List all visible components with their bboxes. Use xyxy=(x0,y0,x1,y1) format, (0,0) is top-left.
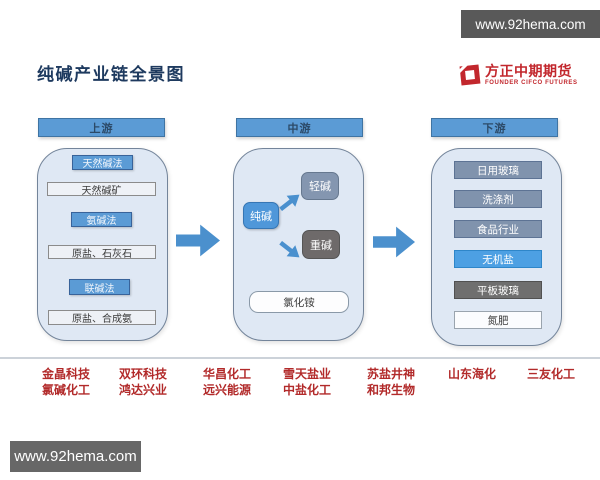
company-group: 山东海化 xyxy=(430,366,514,382)
company-name: 华昌化工 xyxy=(202,367,251,381)
company-name: 金晶科技 xyxy=(41,367,90,381)
brand-logo-text: 方正中期期货 FOUNDER CIFCO FUTURES xyxy=(485,63,578,87)
company-group: 苏盐井神 和邦生物 xyxy=(349,366,433,398)
company-group: 三友化工 xyxy=(509,366,593,382)
arrow-upstream-to-midstream xyxy=(176,224,220,257)
brand-name: 方正中期期货 xyxy=(485,63,572,79)
brand-subtitle: FOUNDER CIFCO FUTURES xyxy=(485,80,578,86)
upstream-method-ammonia-soda: 氨碱法 xyxy=(71,212,132,227)
company-name: 雪天盐业 xyxy=(282,367,331,381)
downstream-food-industry: 食品行业 xyxy=(454,220,542,238)
downstream-inorganic-salt: 无机盐 xyxy=(454,250,542,268)
company-name: 苏盐井神 xyxy=(366,367,415,381)
company-group: 金晶科技 氯碱化工 xyxy=(24,366,108,398)
downstream-nitrogen-fertilizer: 氮肥 xyxy=(454,311,542,329)
company-name: 氯碱化工 xyxy=(41,383,90,397)
company-group: 华昌化工 远兴能源 xyxy=(185,366,269,398)
company-name: 中盐化工 xyxy=(282,383,331,397)
company-name: 三友化工 xyxy=(526,367,575,381)
watermark-bottom: www.92hema.com xyxy=(10,441,141,472)
midstream-dense-soda-box: 重碱 xyxy=(302,230,340,259)
company-name: 远兴能源 xyxy=(202,383,251,397)
stage-header-downstream: 下游 xyxy=(431,118,558,137)
arrow-midstream-to-downstream xyxy=(373,226,415,258)
brand-logo: 方正中期期货 FOUNDER CIFCO FUTURES xyxy=(458,63,578,87)
upstream-material-raw-salt-limestone: 原盐、石灰石 xyxy=(48,245,156,260)
upstream-method-natural-soda: 天然碱法 xyxy=(72,155,133,170)
upstream-method-combined-soda: 联碱法 xyxy=(69,279,130,295)
downstream-daily-glass: 日用玻璃 xyxy=(454,161,542,179)
company-name: 和邦生物 xyxy=(366,383,415,397)
company-name: 鸿达兴业 xyxy=(118,383,167,397)
stage-header-upstream: 上游 xyxy=(38,118,165,137)
downstream-flat-glass: 平板玻璃 xyxy=(454,281,542,299)
stage-header-midstream: 中游 xyxy=(236,118,363,137)
company-group: 双环科技 鸿达兴业 xyxy=(101,366,185,398)
upstream-material-raw-salt-ammonia: 原盐、合成氨 xyxy=(48,310,156,325)
company-group: 雪天盐业 中盐化工 xyxy=(265,366,349,398)
upstream-panel xyxy=(37,148,168,341)
companies-divider-line xyxy=(0,357,600,359)
company-name: 双环科技 xyxy=(118,367,167,381)
company-name: 山东海化 xyxy=(447,367,496,381)
page-title: 纯碱产业链全景图 xyxy=(37,65,185,84)
watermark-top: www.92hema.com xyxy=(461,10,600,38)
founder-cifco-logo-icon xyxy=(458,63,481,86)
midstream-ammonium-chloride-box: 氯化铵 xyxy=(249,291,349,313)
midstream-soda-ash-box: 纯碱 xyxy=(243,202,279,229)
downstream-detergent: 洗涤剂 xyxy=(454,190,542,208)
midstream-light-soda-box: 轻碱 xyxy=(301,172,339,200)
upstream-material-natural-soda-ore: 天然碱矿 xyxy=(47,182,156,197)
